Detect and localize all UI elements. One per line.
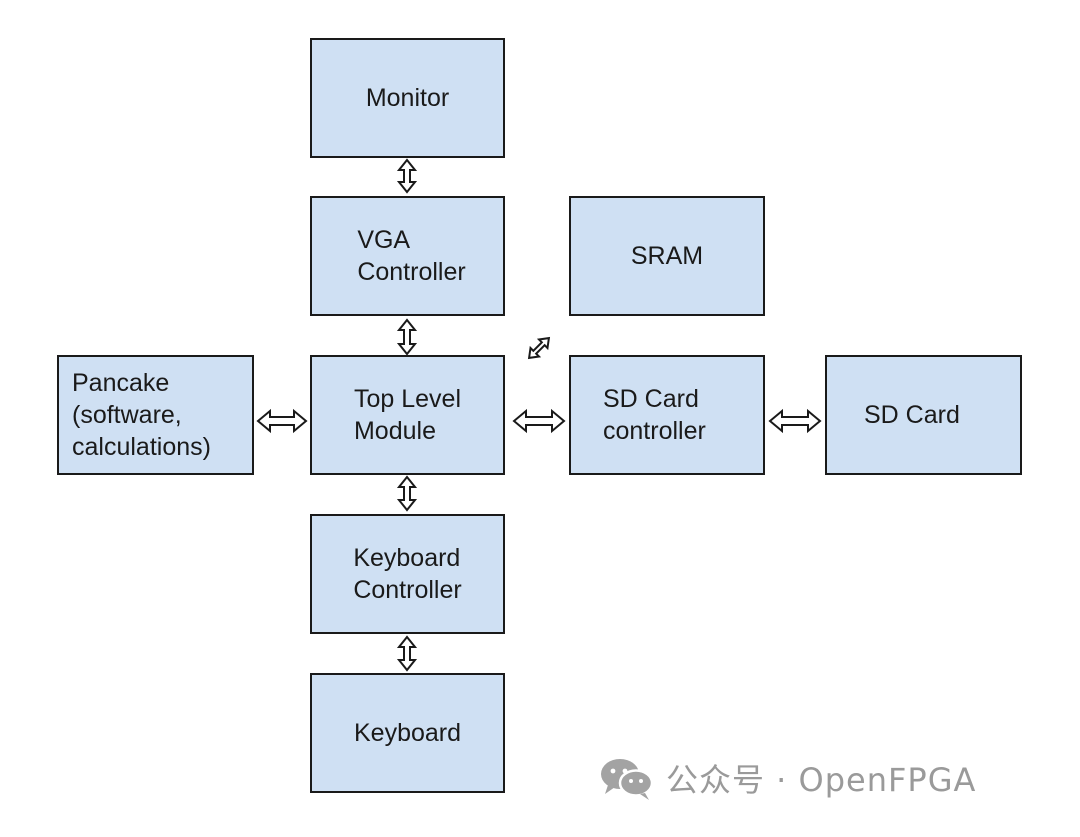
keyboard-controller-label: Keyboard Controller (353, 544, 462, 604)
sd-card-box: SD Card (825, 355, 1022, 475)
top-level-module-label: Top Level Module (353, 385, 462, 445)
arrow-top-sd-controller (512, 408, 566, 434)
monitor-box: Monitor (310, 38, 505, 158)
vga-controller-label: VGA Controller (357, 226, 466, 286)
top-level-module-box: Top Level Module (310, 355, 505, 475)
arrow-pancake-top (256, 408, 308, 434)
keyboard-label: Keyboard (353, 719, 462, 747)
arrow-keyboard-controller-keyboard (396, 635, 418, 672)
watermark-text: 公众号 · OpenFPGA (666, 761, 977, 799)
wechat-icon (601, 759, 654, 800)
arrow-top-keyboard-controller (396, 475, 418, 512)
keyboard-box: Keyboard (310, 673, 505, 793)
sd-card-label: SD Card (864, 401, 960, 429)
pancake-box: Pancake (software, calculations) (57, 355, 254, 475)
arrow-sd-controller-sram (527, 336, 551, 360)
monitor-label: Monitor (365, 84, 450, 112)
arrow-vga-top (396, 318, 418, 356)
sram-box: SRAM (569, 196, 765, 316)
sd-card-controller-box: SD Card controller (569, 355, 765, 475)
pancake-label: Pancake (software, calculations) (72, 369, 211, 461)
arrow-monitor-vga (396, 158, 418, 194)
arrow-sd-controller-sd-card (768, 408, 822, 434)
keyboard-controller-box: Keyboard Controller (310, 514, 505, 634)
sram-label: SRAM (630, 242, 704, 270)
vga-controller-box: VGA Controller (310, 196, 505, 316)
sd-card-controller-label: SD Card controller (603, 385, 706, 445)
watermark: 公众号 · OpenFPGA (598, 752, 976, 804)
